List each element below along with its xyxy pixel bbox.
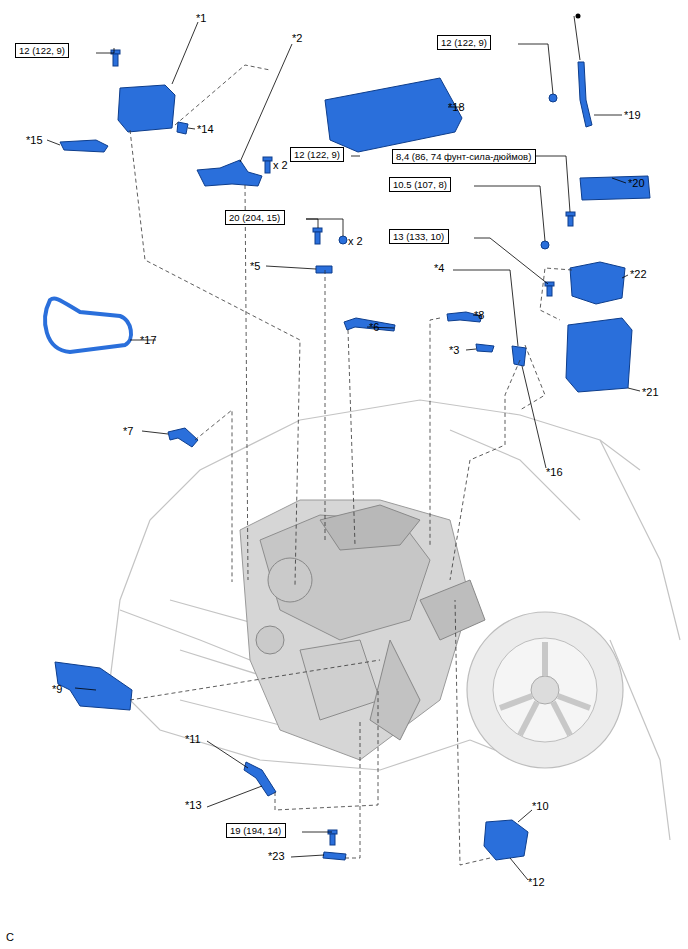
torque-value: 19 (194, 14) [230, 825, 282, 836]
drive-belt [45, 299, 131, 353]
label-text: C [6, 931, 14, 943]
callout-number: *14 [197, 123, 214, 135]
callout-number: *17 [140, 334, 157, 346]
callout-number: *5 [250, 260, 260, 272]
callout-number: *11 [185, 733, 201, 745]
dashed-leaders [130, 65, 572, 865]
torque-spec-box: 12 (122, 9) [15, 43, 69, 58]
torque-spec-box: 13 (133, 10) [389, 229, 449, 244]
callout-number: *21 [642, 386, 659, 398]
callout-number: *13 [185, 799, 202, 811]
callout-number: *20 [628, 177, 645, 189]
torque-value: 12 (122, 9) [19, 45, 65, 56]
torque-value: 12 (122, 9) [441, 37, 487, 48]
torque-value: 10.5 (107, 8) [393, 179, 447, 190]
torque-spec-box: 12 (122, 9) [290, 147, 344, 162]
engine-block [240, 500, 485, 760]
callout-number: *8 [474, 309, 484, 321]
callout-number: *15 [26, 134, 43, 146]
torque-spec-box: 12 (122, 9) [437, 35, 491, 50]
callout-number: *10 [532, 800, 549, 812]
callout-number: *18 [448, 101, 465, 113]
callout-number: *12 [528, 876, 545, 888]
callout-number: *16 [546, 466, 563, 478]
callout-number: *19 [624, 109, 641, 121]
torque-spec-box: 10.5 (107, 8) [389, 177, 451, 192]
torque-value: 20 (204, 15) [229, 212, 281, 223]
callout-number: *6 [369, 321, 379, 333]
blue-parts [55, 62, 650, 860]
callout-number: *4 [434, 262, 444, 274]
label-text: x 2 [273, 159, 288, 171]
torque-value: 8,4 (86, 74 фунт-сила-дюймов) [396, 151, 532, 162]
callout-number: *22 [630, 268, 647, 280]
wheel [467, 612, 623, 768]
leader-lines [47, 16, 640, 880]
torque-spec-box: 8,4 (86, 74 фунт-сила-дюймов) [392, 149, 536, 164]
vehicle-outline [110, 400, 680, 840]
callout-number: *9 [52, 683, 62, 695]
torque-spec-box: 19 (194, 14) [226, 823, 286, 838]
callout-number: *23 [268, 850, 285, 862]
callout-number: *2 [292, 32, 302, 44]
callout-number: *7 [123, 425, 133, 437]
torque-spec-box: 20 (204, 15) [225, 210, 285, 225]
callout-number: *3 [449, 344, 459, 356]
label-text: x 2 [348, 235, 363, 247]
torque-value: 13 (133, 10) [393, 231, 445, 242]
fastener-icons [111, 14, 581, 846]
torque-value: 12 (122, 9) [294, 149, 340, 160]
callout-number: *1 [196, 12, 206, 24]
